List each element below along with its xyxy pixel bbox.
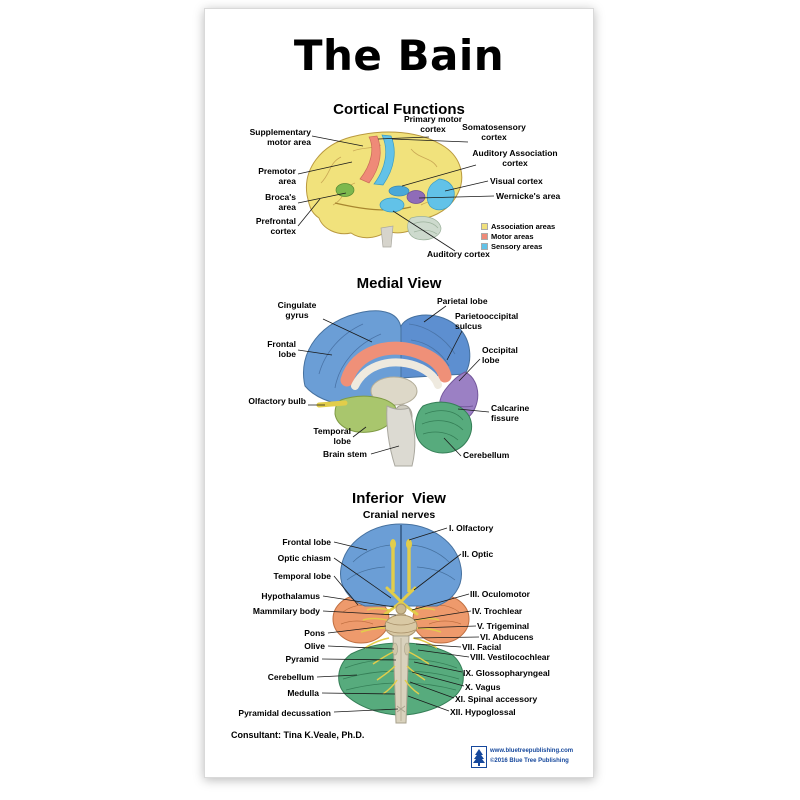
publisher-logo: www.bluetreepublishing.com ©2016 Blue Tr… xyxy=(471,746,573,768)
label-optic-chiasm: Optic chiasm xyxy=(277,553,331,563)
lateral-brain-illustration xyxy=(305,131,463,248)
label-somatosensory-cortex: Somatosensory cortex xyxy=(462,122,526,143)
publisher-copyright: ©2016 Blue Tree Publishing xyxy=(490,758,569,764)
anatomy-poster: The Bain Cortical Functions Medial View … xyxy=(204,8,594,778)
blue-tree-icon xyxy=(471,746,487,768)
label-cn-3-oculomotor: III. Oculomotor xyxy=(470,589,530,599)
cerebellum-lateral xyxy=(407,216,442,241)
legend-label-association: Association areas xyxy=(491,222,556,231)
label-parietal-lobe: Parietal lobe xyxy=(437,296,488,306)
cingulate-gyrus-region xyxy=(340,341,452,387)
cortical-functions-heading: Cortical Functions xyxy=(333,101,465,118)
label-hypothalamus: Hypothalamus xyxy=(261,591,320,601)
brainstem-lateral xyxy=(380,225,394,248)
label-supplementary-motor-area: Supplementary motor area xyxy=(249,127,311,148)
publisher-text-block: www.bluetreepublishing.com ©2016 Blue Tr… xyxy=(490,747,573,766)
label-cn-1-olfactory: I. Olfactory xyxy=(449,523,494,533)
label-frontal-lobe-medial: Frontal lobe xyxy=(267,339,296,360)
label-cn-4-trochlear: IV. Trochlear xyxy=(472,606,523,616)
legend-label-sensory: Sensory areas xyxy=(491,242,543,251)
label-cn-2-optic: II. Optic xyxy=(462,549,494,559)
pyramidal-decussation-mark xyxy=(396,705,406,713)
label-pyramidal-decussation: Pyramidal decussation xyxy=(238,708,331,718)
label-cn-12-hypoglossal: XII. Hypoglossal xyxy=(450,707,516,717)
hypothalamus-region xyxy=(395,603,407,615)
corpus-callosum xyxy=(351,358,442,390)
label-olfactory-bulb: Olfactory bulb xyxy=(248,396,306,406)
label-pons: Pons xyxy=(304,628,325,638)
label-temporal-lobe-inferior: Temporal lobe xyxy=(273,571,331,581)
cortical-legend: Association areas Motor areas Sensory ar… xyxy=(481,222,555,252)
label-broca-area: Broca's area xyxy=(265,192,296,213)
label-cn-7-facial: VII. Facial xyxy=(462,642,502,652)
label-mammilary-body: Mammilary body xyxy=(252,606,320,616)
label-auditory-cortex: Auditory cortex xyxy=(427,249,490,259)
legend-item-sensory: Sensory areas xyxy=(481,242,555,251)
lateral-sulcus xyxy=(334,202,412,211)
olfactory-bulb-region xyxy=(316,400,348,408)
label-occipital-lobe: Occipital lobe xyxy=(482,345,518,366)
cranial-nerves-subheading: Cranial nerves xyxy=(362,509,436,521)
publisher-url: www.bluetreepublishing.com xyxy=(490,748,574,755)
legend-item-association: Association areas xyxy=(481,222,555,231)
label-cn-10-vagus: X. Vagus xyxy=(465,682,501,692)
medial-brain-illustration xyxy=(303,310,479,467)
broca-area-region xyxy=(335,183,355,197)
label-frontal-lobe-inferior: Frontal lobe xyxy=(282,537,331,547)
cerebellum-region xyxy=(414,401,473,454)
legend-item-motor: Motor areas xyxy=(481,232,555,241)
olfactory-tracts xyxy=(390,539,412,592)
legend-label-motor: Motor areas xyxy=(491,232,534,241)
label-cerebellum-medial: Cerebellum xyxy=(463,450,510,460)
label-cn-5-trigeminal: V. Trigeminal xyxy=(477,621,530,631)
label-calcarine-fissure: Calcarine fissure xyxy=(491,403,530,424)
label-premotor-area: Premotor area xyxy=(258,166,296,187)
consultant-credit: Consultant: Tina K.Veale, Ph.D. xyxy=(231,730,365,740)
auditory-association-region xyxy=(388,185,410,197)
label-cn-8-vestilocochlear: VIII. Vestilocochlear xyxy=(470,652,550,662)
label-auditory-association-cortex: Auditory Association cortex xyxy=(472,148,558,169)
label-cn-11-spinal-accessory: XI. Spinal accessory xyxy=(455,694,538,704)
medial-view-heading: Medial View xyxy=(356,275,442,292)
temporal-lobe-region xyxy=(334,395,397,433)
legend-swatch-sensory xyxy=(481,243,488,250)
olive-right xyxy=(404,642,410,656)
somatosensory-cortex-region xyxy=(373,134,395,186)
legend-swatch-motor xyxy=(481,233,488,240)
label-visual-cortex: Visual cortex xyxy=(490,176,543,186)
label-medulla: Medulla xyxy=(287,688,319,698)
brainstem-region xyxy=(386,405,416,467)
label-cingulate-gyrus: Cingulate gyrus xyxy=(277,300,317,321)
label-cerebellum-inferior: Cerebellum xyxy=(267,672,314,682)
label-primary-motor-cortex: Primary motor cortex xyxy=(403,114,463,135)
label-olive: Olive xyxy=(304,641,325,651)
wernicke-area-region xyxy=(406,190,426,204)
legend-swatch-association xyxy=(481,223,488,230)
label-parietooccipital-sulcus: Parietooccipital sulcus xyxy=(455,311,519,332)
label-prefrontal-cortex: Prefrontal cortex xyxy=(255,216,296,237)
label-temporal-lobe-medial: Temporal lobe xyxy=(313,426,351,447)
inferior-view-heading: Inferior View xyxy=(352,490,446,507)
label-cn-6-abducens: VI. Abducens xyxy=(480,632,534,642)
auditory-cortex-region xyxy=(379,197,405,213)
label-cn-9-glossopharyngeal: IX. Glossopharyngeal xyxy=(463,668,550,678)
label-brain-stem: Brain stem xyxy=(323,449,367,459)
primary-motor-cortex-region xyxy=(359,135,381,184)
label-wernicke-area: Wernicke's area xyxy=(496,191,561,201)
olive-left xyxy=(392,642,398,656)
pons-region xyxy=(384,614,418,638)
poster-title: The Bain xyxy=(293,31,505,80)
pons-texture xyxy=(386,621,416,634)
label-pyramid: Pyramid xyxy=(285,654,319,664)
